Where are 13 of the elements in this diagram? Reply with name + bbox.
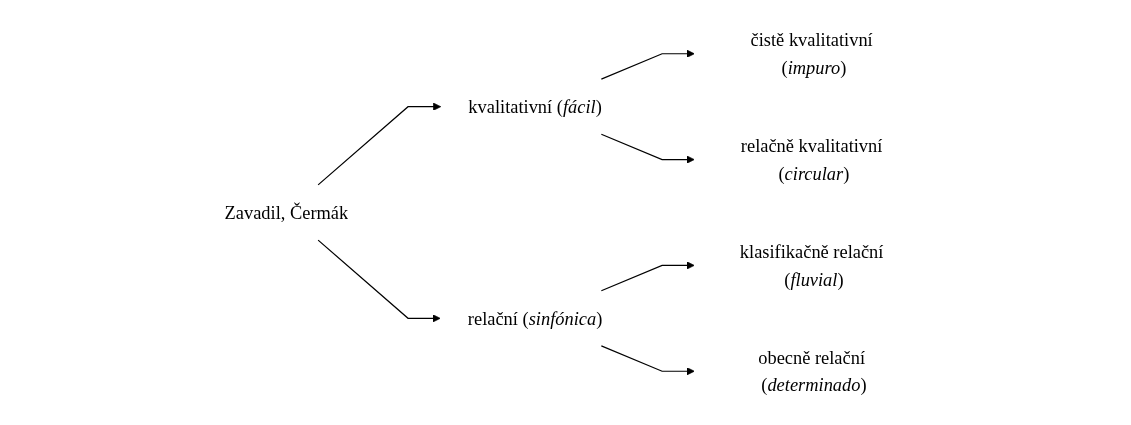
node-text: klasifikačně relační (fluvial) xyxy=(740,241,884,290)
arrow xyxy=(317,102,442,186)
node-text: relační (sinfónica) xyxy=(468,308,603,329)
node-text: relačně kvalitativní (circular) xyxy=(741,135,883,184)
node-text: kvalitativní (fácil) xyxy=(468,96,603,117)
node-text: obecně relační (determinado) xyxy=(758,347,867,396)
node-text: Zavadil, Čermák xyxy=(224,202,349,223)
arrow xyxy=(601,345,695,376)
node-text: čistě kvalitativní (impuro) xyxy=(750,29,873,78)
arrow xyxy=(601,49,695,80)
arrow xyxy=(601,133,695,164)
arrow xyxy=(317,239,441,323)
arrow xyxy=(601,261,695,292)
